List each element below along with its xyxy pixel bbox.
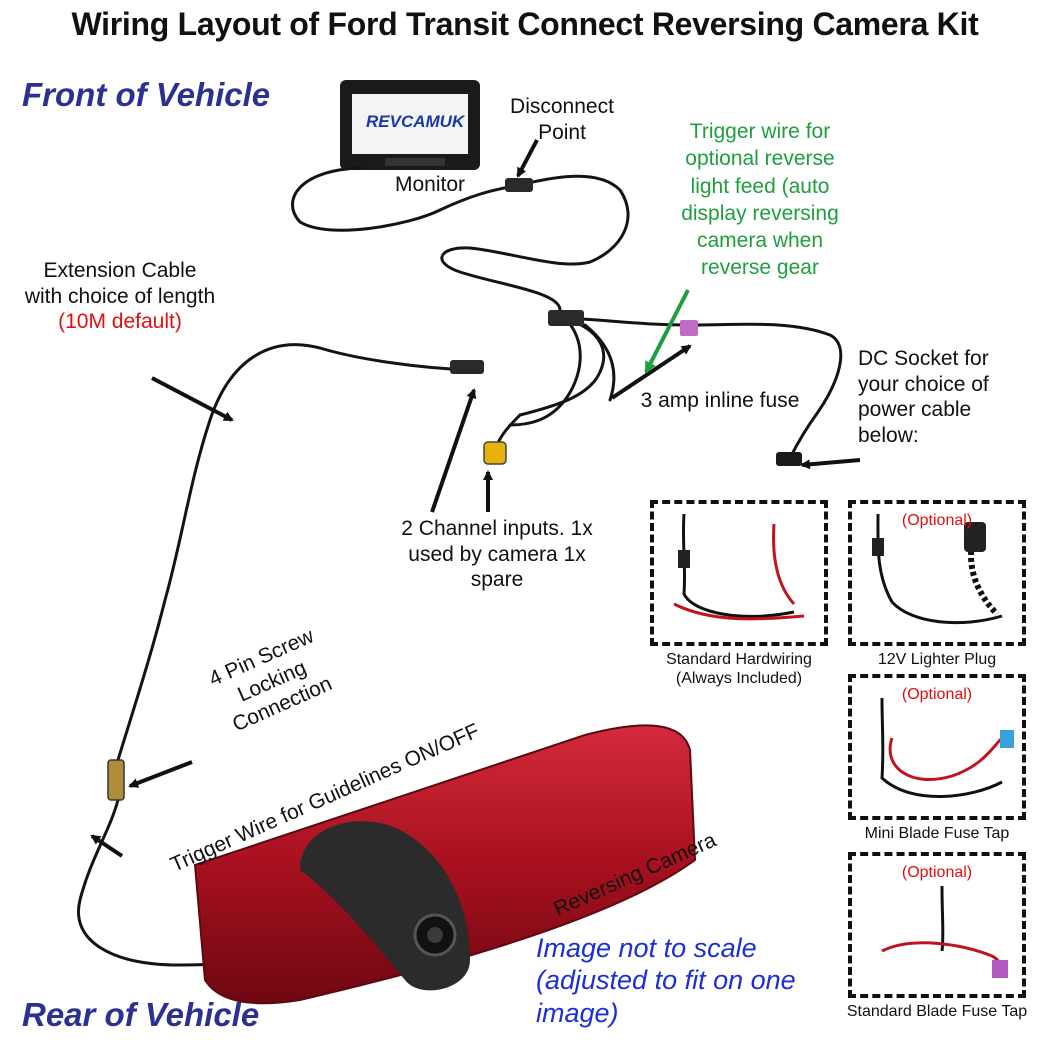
extension-cable-label: Extension Cable with choice of length (1… (22, 258, 218, 335)
standard-blade-caption: Standard Blade Fuse Tap (846, 1003, 1028, 1020)
power-option-standard-blade (848, 852, 1026, 998)
mini-blade-caption: Mini Blade Fuse Tap (864, 825, 1010, 842)
extension-cable-text: Extension Cable with choice of length (24, 259, 216, 308)
monitor-brand-logo: REVCAMUK (366, 112, 465, 131)
lighter-plug-icon (872, 513, 1003, 625)
standard-blade-icon (881, 885, 1008, 978)
extension-default-length: (10M default) (58, 310, 182, 334)
lighter-caption: 12V Lighter Plug (877, 651, 997, 668)
rear-of-vehicle-label: Rear of Vehicle (22, 996, 260, 1033)
lighter-optional-tag: (Optional) (901, 512, 973, 529)
power-option-mini-blade (848, 674, 1026, 820)
inline-fuse-label: 3 amp inline fuse (640, 389, 800, 412)
disconnect-point-label: Disconnect Point (510, 95, 614, 144)
page-title: Wiring Layout of Ford Transit Connect Re… (71, 6, 979, 42)
mini-blade-optional-tag: (Optional) (901, 686, 973, 703)
front-of-vehicle-label: Front of Vehicle (22, 76, 271, 113)
power-option-hardwiring (650, 500, 828, 646)
monitor-label: Monitor (394, 173, 466, 196)
scale-note: Image not to scale (adjusted to fit on o… (536, 933, 796, 1028)
hardwiring-cable-icon (673, 513, 805, 621)
trigger-arrow (644, 289, 690, 374)
channel-inputs-label: 2 Channel inputs. 1x used by camera 1x s… (401, 517, 593, 592)
power-option-lighter-plug (848, 500, 1026, 646)
camera-device (193, 724, 697, 1005)
hardwiring-caption: Standard Hardwiring (Always Included) (666, 651, 812, 688)
monitor-device (340, 80, 480, 170)
reverse-trigger-note: Trigger wire for optional reverse light … (681, 120, 839, 280)
standard-blade-optional-tag: (Optional) (901, 864, 973, 881)
mini-blade-icon (880, 697, 1014, 798)
connectors (107, 178, 802, 801)
dc-socket-label: DC Socket for your choice of power cable… (858, 347, 989, 447)
